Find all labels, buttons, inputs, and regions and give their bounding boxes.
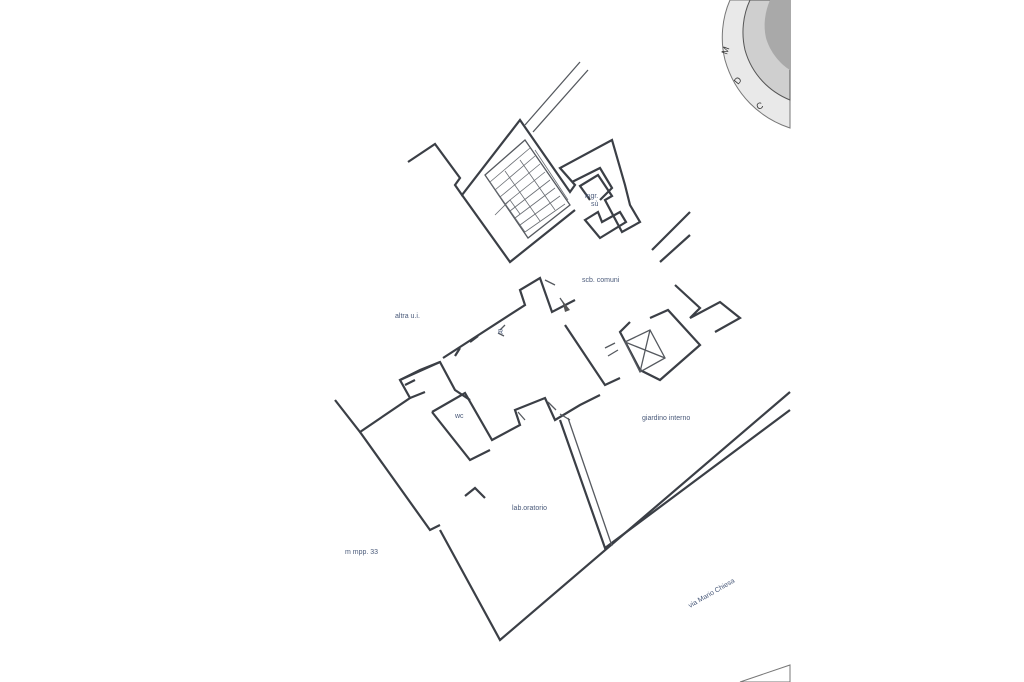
room-label-giardino: giardino interno	[642, 415, 690, 422]
room-label-scale-comuni: scb. comuni	[582, 277, 620, 284]
stamp-seal: M D C	[719, 0, 791, 129]
room-label-disimpegno: sù	[591, 201, 599, 208]
room-label-ingresso: ingr.	[585, 193, 598, 200]
room-label-wc: wc	[454, 413, 464, 420]
boundary-line-top	[524, 61, 589, 133]
label-strada: via Mario Chiesa	[688, 578, 737, 610]
svg-text:M: M	[719, 45, 731, 55]
label-mappale: m mpp. 33	[345, 549, 378, 556]
stamp-fragment	[739, 664, 791, 682]
svg-text:C: C	[755, 100, 766, 112]
room-label-laboratorio: lab.oratorio	[512, 505, 547, 512]
room-label-r: R	[498, 329, 503, 336]
corridor-right	[564, 211, 742, 387]
stair-block	[407, 118, 642, 264]
main-walls	[334, 276, 791, 642]
ingresso-stair: ingr. sù	[571, 166, 628, 240]
svg-text:D: D	[732, 74, 744, 86]
room-label-altra-ui: altra u.i.	[395, 313, 420, 320]
